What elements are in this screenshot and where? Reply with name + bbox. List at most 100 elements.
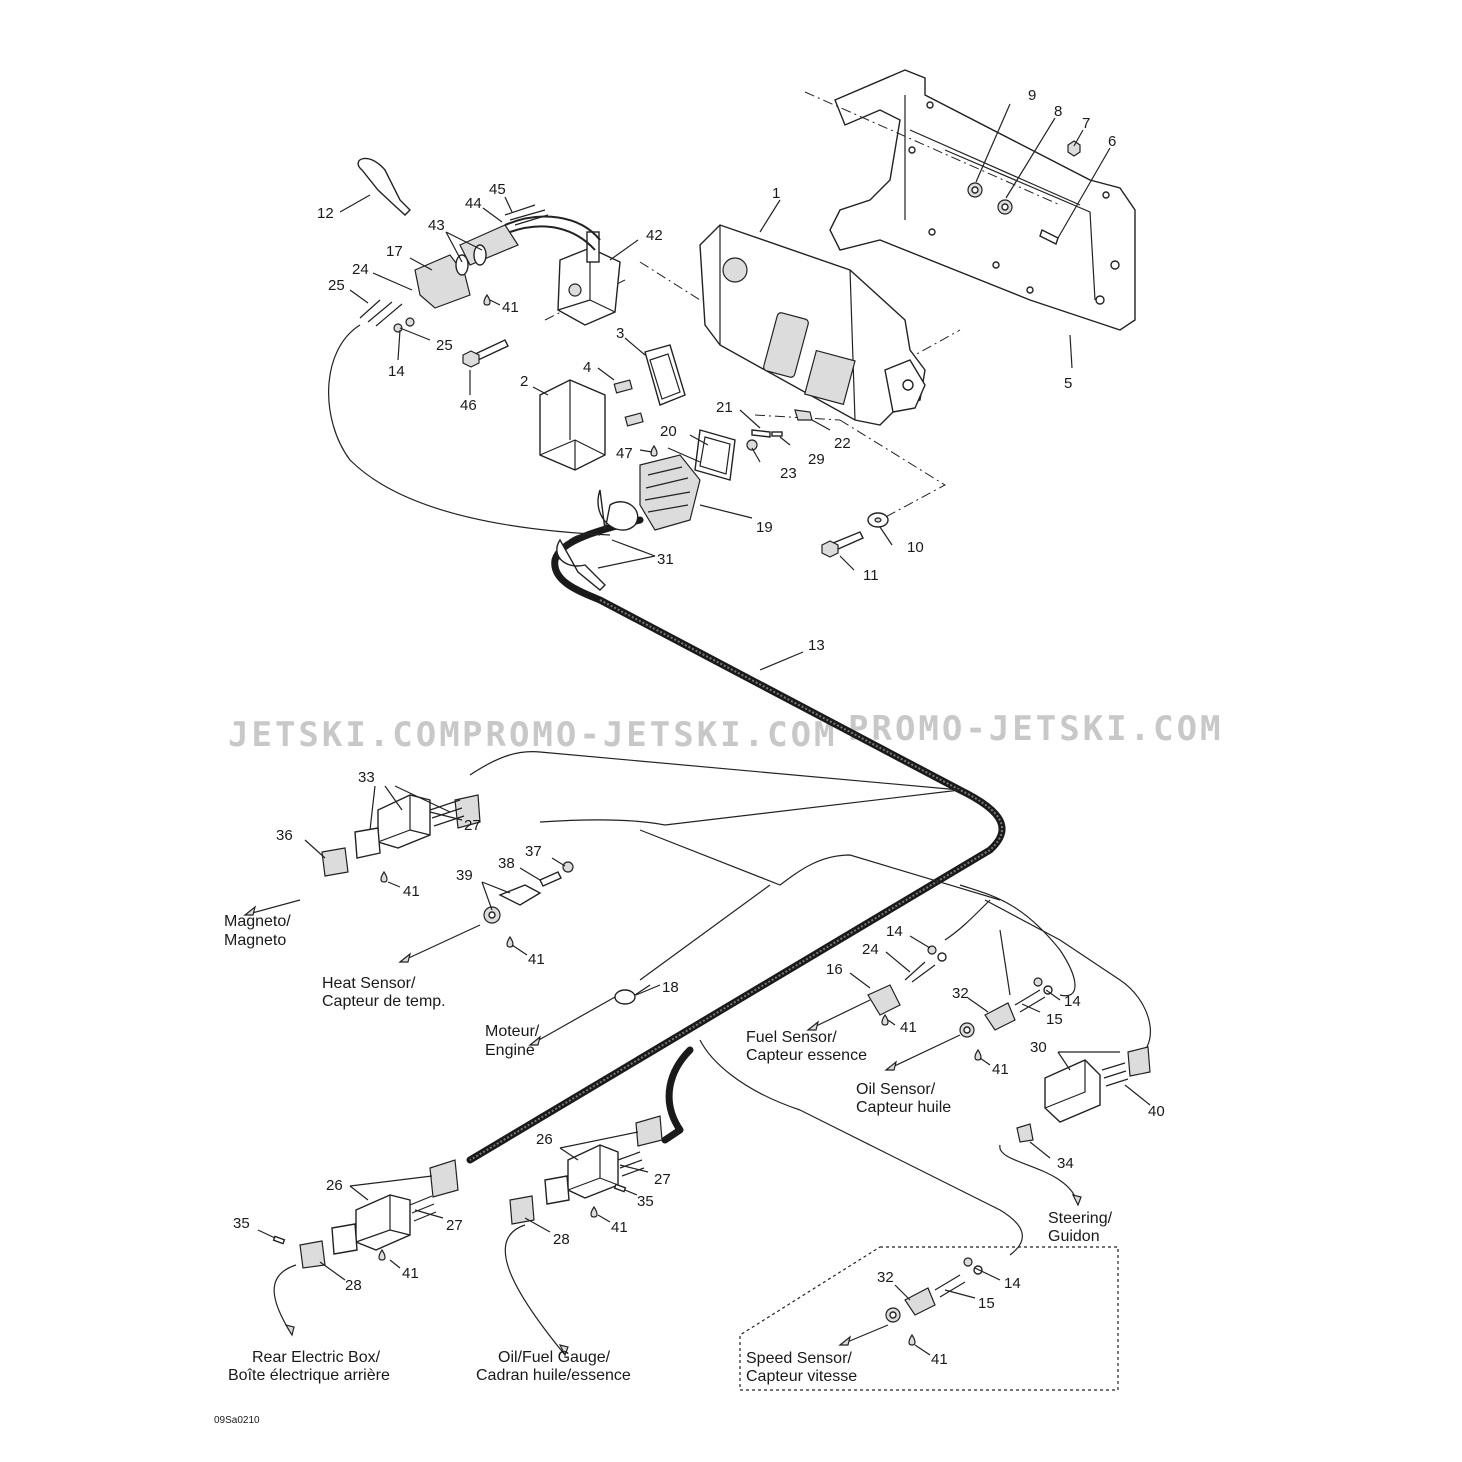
callout-25-b: 25 <box>436 337 453 354</box>
caption-steering-line2: Guidon <box>1048 1228 1100 1245</box>
callout-6: 6 <box>1108 133 1116 150</box>
drawing-code: 09Sa0210 <box>214 1415 260 1426</box>
callout-30: 30 <box>1030 1039 1047 1056</box>
callout-35-b: 35 <box>233 1215 250 1232</box>
caption-oil-sensor-line1: Oil Sensor/ <box>856 1081 936 1098</box>
caption-speed-sensor-line1: Speed Sensor/ <box>746 1350 852 1367</box>
callout-5: 5 <box>1064 375 1072 392</box>
callout-41-b: 41 <box>403 883 420 900</box>
callout-11: 11 <box>863 567 879 584</box>
callout-1: 1 <box>772 185 780 202</box>
callout-28-b: 28 <box>345 1277 362 1294</box>
callout-23: 23 <box>780 465 797 482</box>
callout-41-g: 41 <box>402 1265 419 1282</box>
callout-14-d: 14 <box>1004 1275 1021 1292</box>
mounting-bracket <box>829 69 1136 331</box>
ecu-module <box>699 224 926 426</box>
small-hardware <box>357 140 1081 558</box>
callout-16: 16 <box>826 961 843 978</box>
callout-45: 45 <box>489 181 506 198</box>
callout-32-b: 32 <box>877 1269 894 1286</box>
callout-39: 39 <box>456 867 473 884</box>
callout-2: 2 <box>520 373 528 390</box>
callout-35-a: 35 <box>637 1193 654 1210</box>
callout-12: 12 <box>317 205 334 222</box>
callout-19: 19 <box>756 519 773 536</box>
callout-32-a: 32 <box>952 985 969 1002</box>
caption-fuel-sensor-line1: Fuel Sensor/ <box>746 1029 837 1046</box>
callout-42: 42 <box>646 227 663 244</box>
callout-14-c: 14 <box>1064 993 1081 1010</box>
callout-7: 7 <box>1082 115 1090 132</box>
callout-17: 17 <box>386 243 403 260</box>
callout-46: 46 <box>460 397 477 414</box>
callout-41-d: 41 <box>900 1019 917 1036</box>
callout-33: 33 <box>358 769 375 786</box>
callout-8: 8 <box>1054 103 1062 120</box>
callout-41-c: 41 <box>528 951 545 968</box>
callout-44: 44 <box>465 195 482 212</box>
caption-heat-sensor-line2: Capteur de temp. <box>322 993 446 1010</box>
watermark-text-2: PROMO-JETSKI.COM <box>462 715 838 755</box>
callout-9: 9 <box>1028 87 1036 104</box>
callout-14-b: 14 <box>886 923 903 940</box>
destination-captions: Magneto/ Magneto Heat Sensor/ Capteur de… <box>224 913 1113 1385</box>
caption-rear-box-line1: Rear Electric Box/ <box>252 1349 381 1366</box>
callout-4: 4 <box>583 359 591 376</box>
caption-magneto-line2: Magneto <box>224 932 286 949</box>
callout-3: 3 <box>616 325 624 342</box>
callout-41-f: 41 <box>611 1219 628 1236</box>
callout-13: 13 <box>808 637 825 654</box>
callout-22: 22 <box>834 435 851 452</box>
caption-gauge-line1: Oil/Fuel Gauge/ <box>498 1349 611 1366</box>
callout-numbers: 1 2 3 4 5 6 7 8 9 10 11 12 13 14 14 14 1… <box>233 87 1165 1368</box>
caption-gauge-line2: Cadran huile/essence <box>476 1367 631 1384</box>
lower-connectors <box>272 794 1151 1346</box>
watermark: JETSKI.COM PROMO-JETSKI.COM PROMO-JETSKI… <box>228 709 1224 755</box>
callout-47: 47 <box>616 445 633 462</box>
speed-sensor-frame <box>739 1246 1119 1391</box>
callout-43: 43 <box>428 217 445 234</box>
callout-36: 36 <box>276 827 293 844</box>
callout-40: 40 <box>1148 1103 1165 1120</box>
callout-15-b: 15 <box>978 1295 995 1312</box>
callout-31: 31 <box>657 551 674 568</box>
caption-steering-line1: Steering/ <box>1048 1210 1113 1227</box>
callout-41-a: 41 <box>502 299 519 316</box>
callout-29: 29 <box>808 451 825 468</box>
leader-lines <box>244 103 1151 1356</box>
callout-24-a: 24 <box>352 261 369 278</box>
callout-15-a: 15 <box>1046 1011 1063 1028</box>
callout-41-h: 41 <box>931 1351 948 1368</box>
callout-28-a: 28 <box>553 1231 570 1248</box>
caption-rear-box-line2: Boîte électrique arrière <box>228 1367 390 1384</box>
callout-14-a: 14 <box>388 363 405 380</box>
callout-18: 18 <box>662 979 679 996</box>
caption-engine-line1: Moteur/ <box>485 1023 540 1040</box>
main-wiring-harness <box>328 324 1006 1164</box>
callout-37: 37 <box>525 843 542 860</box>
caption-fuel-sensor-line2: Capteur essence <box>746 1047 867 1064</box>
callout-27-a: 27 <box>464 817 481 834</box>
callout-24-b: 24 <box>862 941 879 958</box>
callout-26-b: 26 <box>326 1177 343 1194</box>
callout-21: 21 <box>716 399 733 416</box>
callout-27-c: 27 <box>446 1217 463 1234</box>
callout-10: 10 <box>907 539 924 556</box>
callout-25-a: 25 <box>328 277 345 294</box>
callout-26-a: 26 <box>536 1131 553 1148</box>
caption-engine-line2: Engine <box>485 1042 535 1059</box>
callout-34: 34 <box>1057 1155 1074 1172</box>
watermark-text-1: JETSKI.COM <box>228 715 463 755</box>
caption-speed-sensor-line2: Capteur vitesse <box>746 1368 857 1385</box>
callout-20: 20 <box>660 423 677 440</box>
callout-38: 38 <box>498 855 515 872</box>
callout-41-e: 41 <box>992 1061 1009 1078</box>
caption-magneto-line1: Magneto/ <box>224 913 291 930</box>
watermark-text-3: PROMO-JETSKI.COM <box>848 709 1224 749</box>
caption-heat-sensor-line1: Heat Sensor/ <box>322 975 416 992</box>
destination-arrows <box>243 905 1082 1357</box>
caption-oil-sensor-line2: Capteur huile <box>856 1099 951 1116</box>
callout-27-b: 27 <box>654 1171 671 1188</box>
